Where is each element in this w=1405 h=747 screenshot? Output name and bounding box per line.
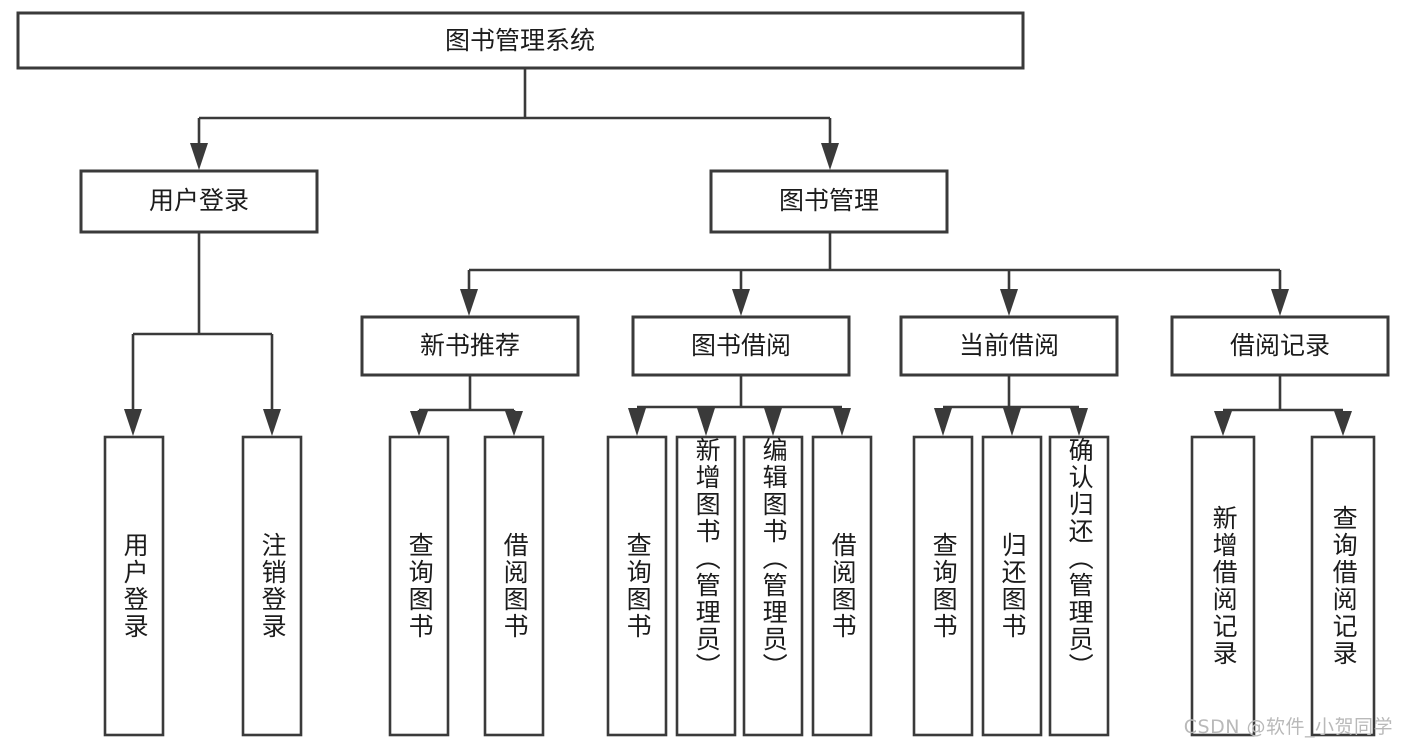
arrow-head-current-leaf-2	[1003, 408, 1021, 436]
arrow-head-records-leaf-1	[1214, 411, 1232, 436]
leaf-box-return-book[interactable]	[981, 435, 1043, 737]
watermark-text: CSDN @软件_小贺同学	[1183, 716, 1393, 738]
connector-group-root-to-level2	[190, 68, 839, 170]
arrow-head-borrow-leaf-4	[833, 408, 851, 436]
node-book-manage-box[interactable]	[709, 169, 949, 234]
arrow-head-newbook-leaf-1	[410, 411, 428, 436]
arrow-head-current-leaf-1	[934, 408, 952, 436]
node-root-label: 图书管理系统	[445, 26, 595, 55]
node-book-borrow-box[interactable]	[631, 315, 851, 377]
node-user-login[interactable]: 用户登录	[79, 169, 319, 234]
arrow-head-book-manage	[821, 143, 839, 170]
node-user-login-label: 用户登录	[149, 186, 249, 215]
node-user-login-box[interactable]	[79, 169, 319, 234]
arrow-head-newbook-leaf-2	[505, 411, 523, 436]
arrow-head-records	[1271, 289, 1289, 316]
node-borrow-records[interactable]: 借阅记录	[1170, 315, 1390, 377]
arrow-head-borrow-leaf-2	[697, 408, 715, 436]
arrow-head-leaf-user-login	[124, 409, 142, 436]
connector-group-newbook-to-leaves	[410, 375, 523, 436]
connector-group-userlogin-to-leaves	[124, 232, 281, 436]
node-book-borrow-label: 图书借阅	[691, 331, 791, 360]
node-book-manage[interactable]: 图书管理	[709, 169, 949, 234]
leaf-box-borrow-book[interactable]	[811, 435, 873, 737]
leaf-box-query-borrow-record[interactable]	[1310, 435, 1376, 737]
node-new-book-recommend[interactable]: 新书推荐	[360, 315, 580, 377]
leaf-box-add-borrow-record[interactable]	[1190, 435, 1256, 737]
arrow-head-records-leaf-2	[1334, 411, 1352, 436]
connector-group-records-to-leaves	[1214, 375, 1352, 436]
arrow-head-current-leaf-3	[1070, 408, 1088, 436]
arrow-head-borrow-leaf-3	[764, 408, 782, 436]
leaf-box-borrow-books-recommend[interactable]	[483, 435, 545, 737]
arrow-head-user-login	[190, 143, 208, 170]
leaf-box-add-book-admin[interactable]	[675, 435, 737, 737]
connector-group-current-to-leaves	[934, 375, 1088, 436]
leaf-box-confirm-return-admin[interactable]	[1048, 435, 1110, 737]
connector-group-borrow-to-leaves	[628, 375, 851, 436]
arrow-head-borrow-leaf-1	[628, 408, 646, 436]
leaf-box-query-books-borrow[interactable]	[606, 435, 668, 737]
node-borrow-records-box[interactable]	[1170, 315, 1390, 377]
leaf-box-query-books-current[interactable]	[912, 435, 974, 737]
arrow-head-newbook	[460, 289, 478, 316]
arrow-head-leaf-logout	[263, 409, 281, 436]
node-new-book-recommend-box[interactable]	[360, 315, 580, 377]
node-book-manage-label: 图书管理	[779, 186, 879, 215]
leaf-box-user-login[interactable]	[103, 435, 165, 737]
node-root[interactable]: 图书管理系统	[16, 11, 1025, 70]
connector-group-bookmanage-to-level3	[460, 232, 1289, 316]
leaf-box-query-books-recommend[interactable]	[388, 435, 450, 737]
node-current-borrow[interactable]: 当前借阅	[899, 315, 1119, 377]
leaf-box-logout[interactable]	[241, 435, 303, 737]
node-current-borrow-label: 当前借阅	[959, 331, 1059, 360]
node-new-book-recommend-label: 新书推荐	[420, 331, 520, 360]
node-root-box[interactable]	[16, 11, 1025, 70]
node-book-borrow[interactable]: 图书借阅	[631, 315, 851, 377]
node-borrow-records-label: 借阅记录	[1230, 331, 1330, 360]
arrow-head-borrow	[732, 289, 750, 316]
leaf-box-edit-book-admin[interactable]	[742, 435, 804, 737]
arrow-head-current	[1000, 289, 1018, 316]
node-current-borrow-box[interactable]	[899, 315, 1119, 377]
